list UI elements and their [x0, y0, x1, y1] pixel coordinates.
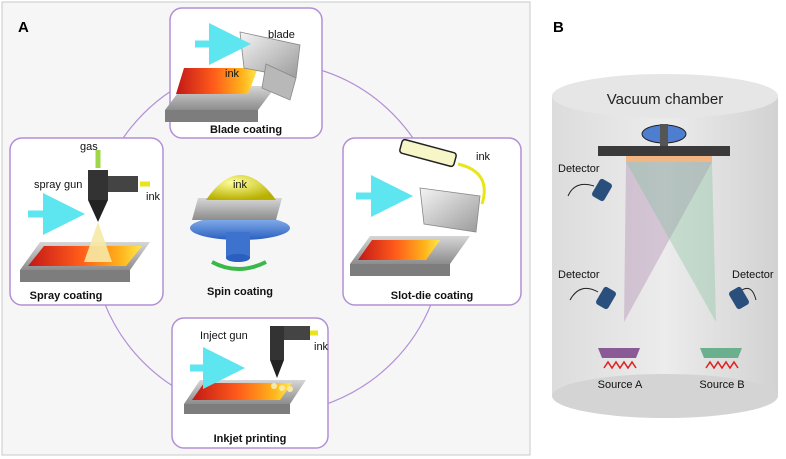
vapor-plume-b: [626, 162, 716, 322]
spray-gun-label: spray gun: [34, 179, 82, 191]
spin-ink-label: ink: [233, 179, 248, 191]
panel-b-letter: B: [553, 19, 564, 36]
vapor-plume-a: [624, 162, 712, 322]
detector-icon: [596, 286, 616, 310]
spin-disk: [190, 216, 290, 240]
spin-coating-figure: ink Spin coating: [190, 175, 290, 298]
source-a: Source A: [598, 348, 643, 391]
blade-coating-box: blade ink Blade coating: [165, 7, 323, 139]
spray-gun-icon: [88, 170, 108, 200]
slot-die-head-icon: [419, 187, 481, 233]
detector-mid-right: Detector: [729, 269, 774, 310]
inkjet-printing-caption: Inkjet printing: [214, 433, 287, 445]
ink-film: [28, 246, 142, 266]
ink-film: [176, 68, 258, 94]
spray-ink-label: ink: [146, 191, 161, 203]
slot-die-ink-label: ink: [476, 151, 491, 163]
blade-label: blade: [268, 29, 295, 41]
spin-coating-caption: Spin coating: [207, 286, 273, 298]
ink-droplet: [206, 175, 276, 200]
spray-coating-box: gas spray gun ink Spray coating: [9, 137, 164, 306]
vacuum-chamber-title: Vacuum chamber: [607, 91, 723, 108]
substrate: [626, 156, 712, 162]
detector-mid-left: Detector: [558, 269, 616, 310]
slot-die-coating-box: ink Slot-die coating: [342, 137, 522, 306]
inject-gun-icon: [270, 326, 284, 360]
panel-a: A blade ink Blade coating: [1, 1, 531, 456]
heater-coil-icon: [603, 360, 637, 370]
ink-film: [192, 383, 292, 400]
inkjet-ink-label: ink: [314, 341, 329, 353]
crucible-b: [700, 348, 742, 358]
source-b-label: Source B: [699, 379, 744, 391]
blade-ink-label: ink: [225, 68, 240, 80]
panel-a-letter: A: [18, 19, 29, 36]
crucible-a: [598, 348, 640, 358]
detector-label: Detector: [558, 269, 600, 281]
inject-gun-label: Inject gun: [200, 330, 248, 342]
gas-label: gas: [80, 141, 98, 153]
detector-icon: [729, 286, 749, 310]
slot-die-coating-caption: Slot-die coating: [391, 290, 474, 302]
source-a-label: Source A: [598, 379, 643, 391]
syringe-icon: [399, 138, 457, 168]
detector-label: Detector: [732, 269, 774, 281]
heater-coil-icon: [705, 360, 739, 370]
substrate-holder: [598, 146, 730, 156]
inkjet-printing-box: Inject gun ink Inkjet printing: [171, 317, 329, 449]
ink-film: [358, 240, 440, 260]
panel-b: B Vacuum chamber Detector Detector Detec…: [552, 19, 778, 418]
source-b: Source B: [699, 348, 745, 391]
detector-top-left: Detector: [558, 163, 612, 202]
detector-icon: [592, 178, 612, 202]
rotation-arrow-icon: [211, 260, 267, 271]
spray-coating-caption: Spray coating: [30, 290, 103, 302]
detector-label: Detector: [558, 163, 600, 175]
spray-cone: [84, 222, 112, 262]
blade-coating-caption: Blade coating: [210, 124, 282, 136]
